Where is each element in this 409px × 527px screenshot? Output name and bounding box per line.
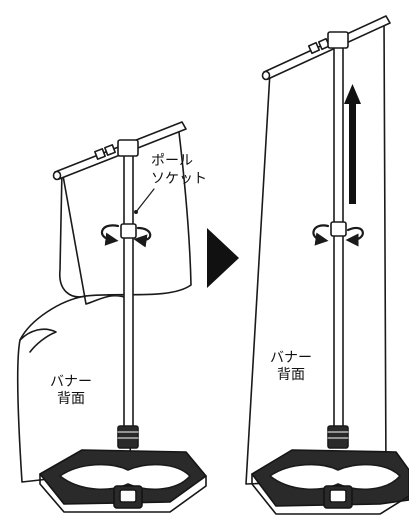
- pole-socket-label-line1: ポール: [151, 153, 193, 169]
- left-banner-back-label-line2: 背面: [57, 391, 85, 407]
- right-pole-socket: [330, 221, 347, 237]
- left-pole: [117, 139, 139, 449]
- pole-socket-label-line2: ソケット: [151, 171, 207, 187]
- right-banner-back-label-line1: バナー: [270, 350, 312, 366]
- left-banner-back-label-line1: バナー: [50, 374, 92, 390]
- next-step-arrow-icon: [207, 228, 239, 288]
- left-stand-base: [39, 449, 207, 513]
- pole-socket-label: ポール ソケット: [151, 152, 207, 188]
- left-banner-back-label: バナー 背面: [50, 374, 92, 408]
- left-banner-stand: [17, 121, 207, 513]
- right-rotate-arrows-icon: [312, 224, 364, 247]
- raise-up-arrow-icon: [344, 84, 361, 204]
- right-banner-sheet: [245, 17, 387, 485]
- right-banner-back-label: バナー 背面: [270, 350, 312, 384]
- left-rotate-arrows-icon: [101, 224, 152, 248]
- right-banner-stand: [245, 15, 409, 515]
- left-pole-socket: [120, 223, 137, 239]
- right-stand-base: [251, 449, 409, 515]
- right-banner-back-label-line2: 背面: [277, 367, 305, 383]
- right-pole: [327, 31, 349, 449]
